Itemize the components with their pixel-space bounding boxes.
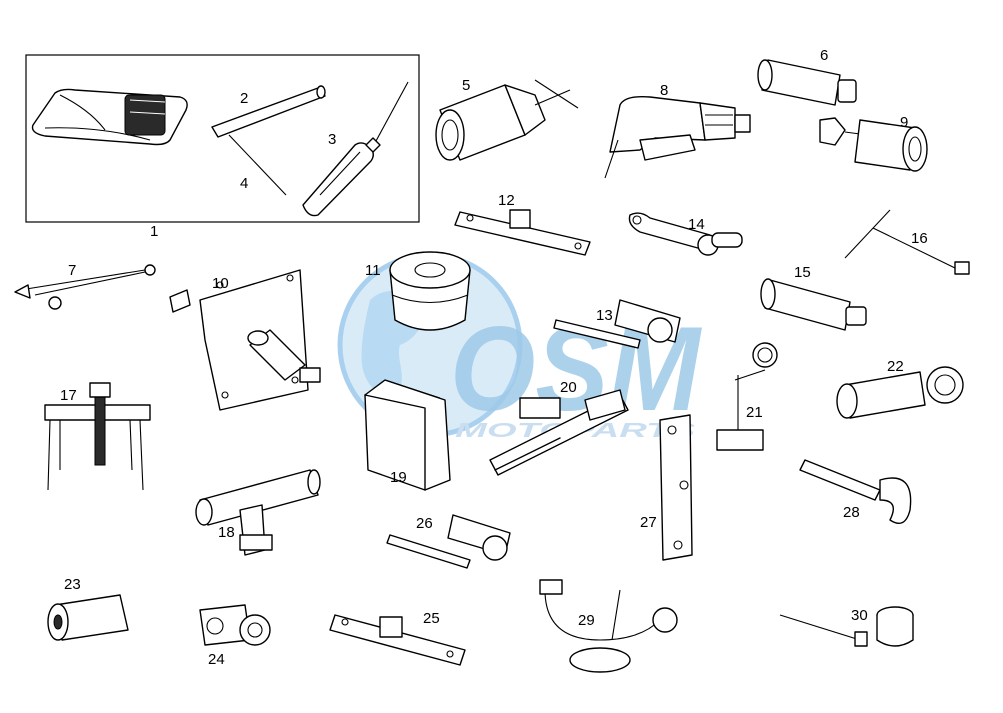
callout-13: 13 (596, 307, 613, 324)
sleeve-15-icon (760, 278, 867, 331)
puller-17-icon (44, 382, 151, 491)
sleeve-6-icon (757, 59, 857, 106)
callout-11: 11 (365, 262, 381, 279)
callout-8: 8 (660, 82, 668, 99)
bolt-adapter-9-icon (819, 117, 928, 172)
hook-wrench-28-icon (799, 459, 912, 524)
callout-18: 18 (218, 524, 235, 541)
callout-19: 19 (390, 469, 407, 486)
pin-26-icon (386, 514, 511, 569)
socket-tube-icon (211, 85, 326, 196)
support-plate-icon (169, 269, 321, 411)
callout-12: 12 (498, 192, 515, 209)
sleeve-22-icon (836, 366, 964, 419)
callout-6: 6 (820, 47, 828, 64)
callout-22: 22 (887, 358, 904, 375)
bracket-12-icon (454, 209, 591, 256)
callout-27: 27 (640, 514, 657, 531)
socket-23-icon (47, 594, 129, 641)
tool-assembly-29-icon (539, 579, 678, 673)
impact-driver-icon (604, 95, 751, 179)
callout-14: 14 (688, 216, 705, 233)
t-tool-18-icon (195, 469, 321, 556)
callout-2: 2 (240, 90, 248, 107)
bolt-30-icon (779, 606, 914, 647)
pin-13-icon (553, 299, 681, 349)
jig-20-icon (489, 389, 629, 476)
callout-17: 17 (60, 387, 77, 404)
callout-24: 24 (208, 651, 225, 668)
callout-20: 20 (560, 379, 577, 396)
callout-29: 29 (578, 612, 595, 629)
plate-27-icon (659, 414, 693, 561)
callout-10: 10 (212, 275, 229, 292)
t-handle-16-icon (844, 209, 970, 275)
tool-bag-icon (31, 88, 188, 146)
screwdriver-icon (302, 81, 409, 217)
callout-25: 25 (423, 610, 440, 627)
callout-23: 23 (64, 576, 81, 593)
callout-28: 28 (843, 504, 860, 521)
callout-21: 21 (746, 404, 763, 421)
callout-labels: 1234567891011121314151617181920212223242… (60, 47, 928, 668)
callout-16: 16 (911, 230, 928, 247)
callout-1: 1 (150, 223, 158, 240)
flywheel-puller-icon (435, 79, 579, 161)
dome-cup-icon (389, 251, 471, 331)
callout-3: 3 (328, 131, 336, 148)
callout-26: 26 (416, 515, 433, 532)
callout-9: 9 (900, 114, 908, 131)
callout-15: 15 (794, 264, 811, 281)
spring-tool-icon (14, 264, 156, 310)
bracket-25-icon (329, 614, 466, 666)
callout-5: 5 (462, 77, 470, 94)
lever-14-icon (628, 212, 743, 256)
bracket-19-icon (364, 379, 451, 491)
callout-7: 7 (68, 262, 76, 279)
dial-gauge-21-icon (716, 342, 778, 451)
callout-4: 4 (240, 175, 248, 192)
callout-30: 30 (851, 607, 868, 624)
tool-kit-frame (25, 54, 420, 223)
holder-24-icon (199, 604, 271, 646)
